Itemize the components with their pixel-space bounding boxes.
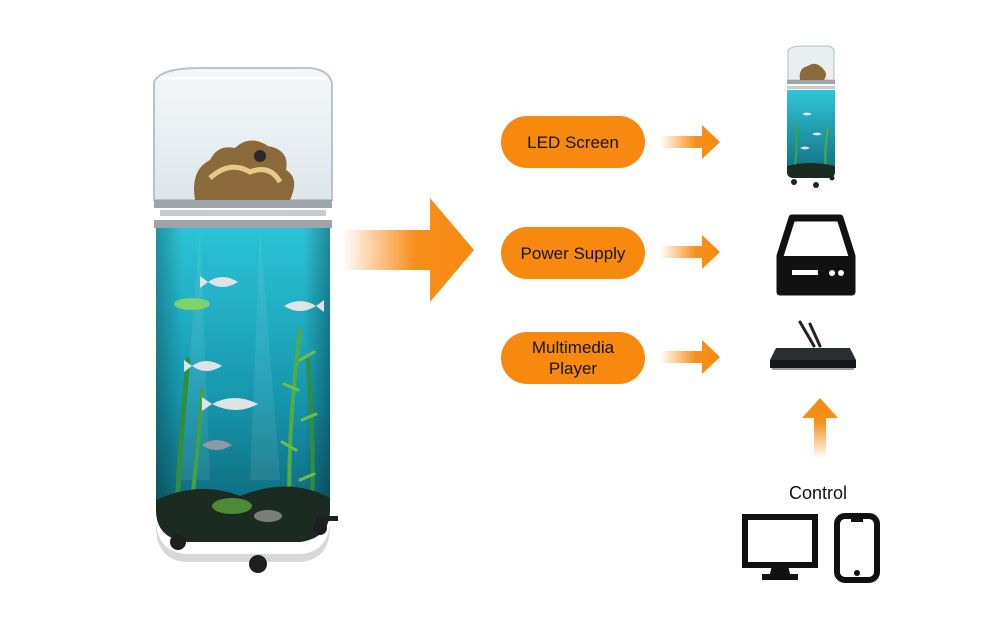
dragon-sculpture — [194, 140, 295, 200]
arrow-to-led-screen-icon — [660, 125, 720, 159]
monitor-icon — [742, 514, 818, 580]
led-aquarium-display-illustration — [153, 67, 338, 573]
multimedia-player-label: Multimedia Player — [531, 338, 615, 378]
led-screen-label: LED Screen — [527, 132, 619, 152]
main-flow-arrow — [342, 198, 474, 302]
multimedia-player-icon — [770, 320, 856, 370]
caster-wheels — [170, 516, 338, 573]
fish-group — [184, 276, 324, 450]
component-pill-power-supply: Power Supply — [501, 227, 645, 279]
arrow-to-power-supply-icon — [660, 235, 720, 269]
component-pill-multimedia-player: Multimedia Player — [501, 332, 645, 384]
arrow-from-control-icon — [802, 398, 838, 458]
power-supply-label: Power Supply — [520, 243, 626, 263]
arrow-to-multimedia-player-icon — [660, 340, 720, 374]
component-pill-led-screen: LED Screen — [501, 116, 645, 168]
power-supply-icon — [776, 214, 856, 296]
led-screen-display-icon — [787, 45, 835, 188]
control-label: Control — [788, 483, 848, 503]
smartphone-icon — [834, 513, 880, 583]
